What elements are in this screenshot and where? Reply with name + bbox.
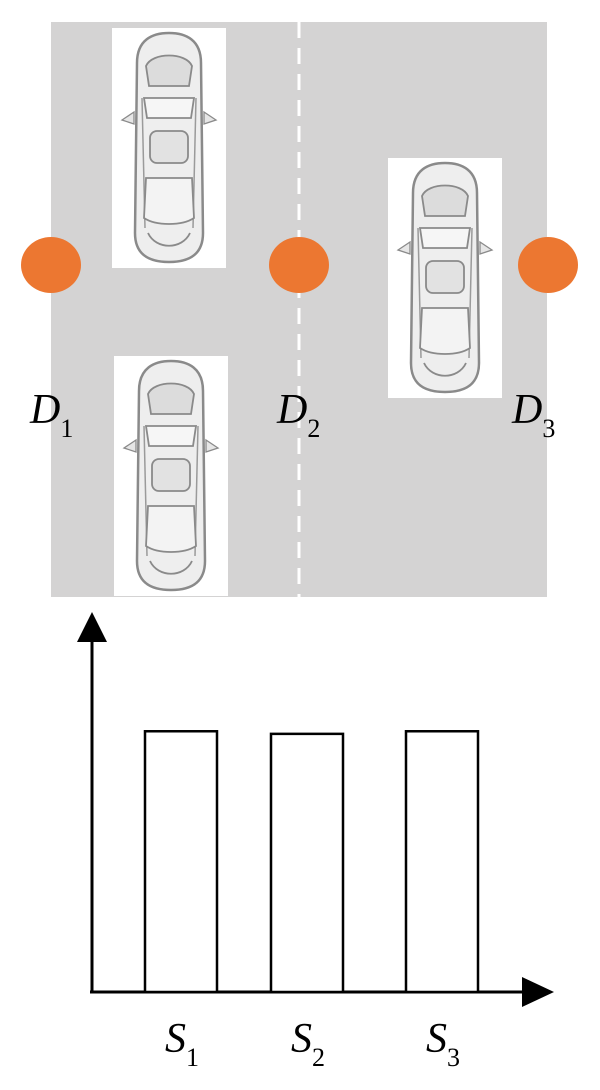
- category-index: 3: [447, 1043, 460, 1072]
- sensor-label-d2: D2: [276, 387, 320, 443]
- y-axis-arrowhead: [77, 612, 107, 642]
- bar-s3: [404, 730, 480, 994]
- category-label-s2: S2: [291, 1016, 325, 1072]
- sensor-label-d3: D3: [511, 387, 555, 443]
- sensors: D1 D2 D3: [21, 237, 578, 443]
- car-top-view-icon: [112, 354, 230, 598]
- category-letter: S: [165, 1016, 186, 1062]
- category-letter: S: [426, 1016, 447, 1062]
- category-index: 1: [186, 1043, 199, 1072]
- sensor-dot-d1: [21, 237, 81, 293]
- category-label-s1: S1: [165, 1016, 199, 1072]
- car-top-view-icon: [386, 156, 504, 400]
- bars: [143, 730, 480, 994]
- car-top-view-icon: [110, 26, 228, 270]
- sensor-dot-d2: [269, 237, 329, 293]
- bar-s2: [269, 732, 345, 994]
- x-axis-arrowhead: [522, 977, 554, 1007]
- category-index: 2: [312, 1043, 325, 1072]
- sensor-dot-d3: [518, 237, 578, 293]
- category-label-s3: S3: [426, 1016, 460, 1072]
- bar-s1: [143, 730, 219, 994]
- category-letter: S: [291, 1016, 312, 1062]
- sensor-label-d1: D1: [29, 387, 73, 443]
